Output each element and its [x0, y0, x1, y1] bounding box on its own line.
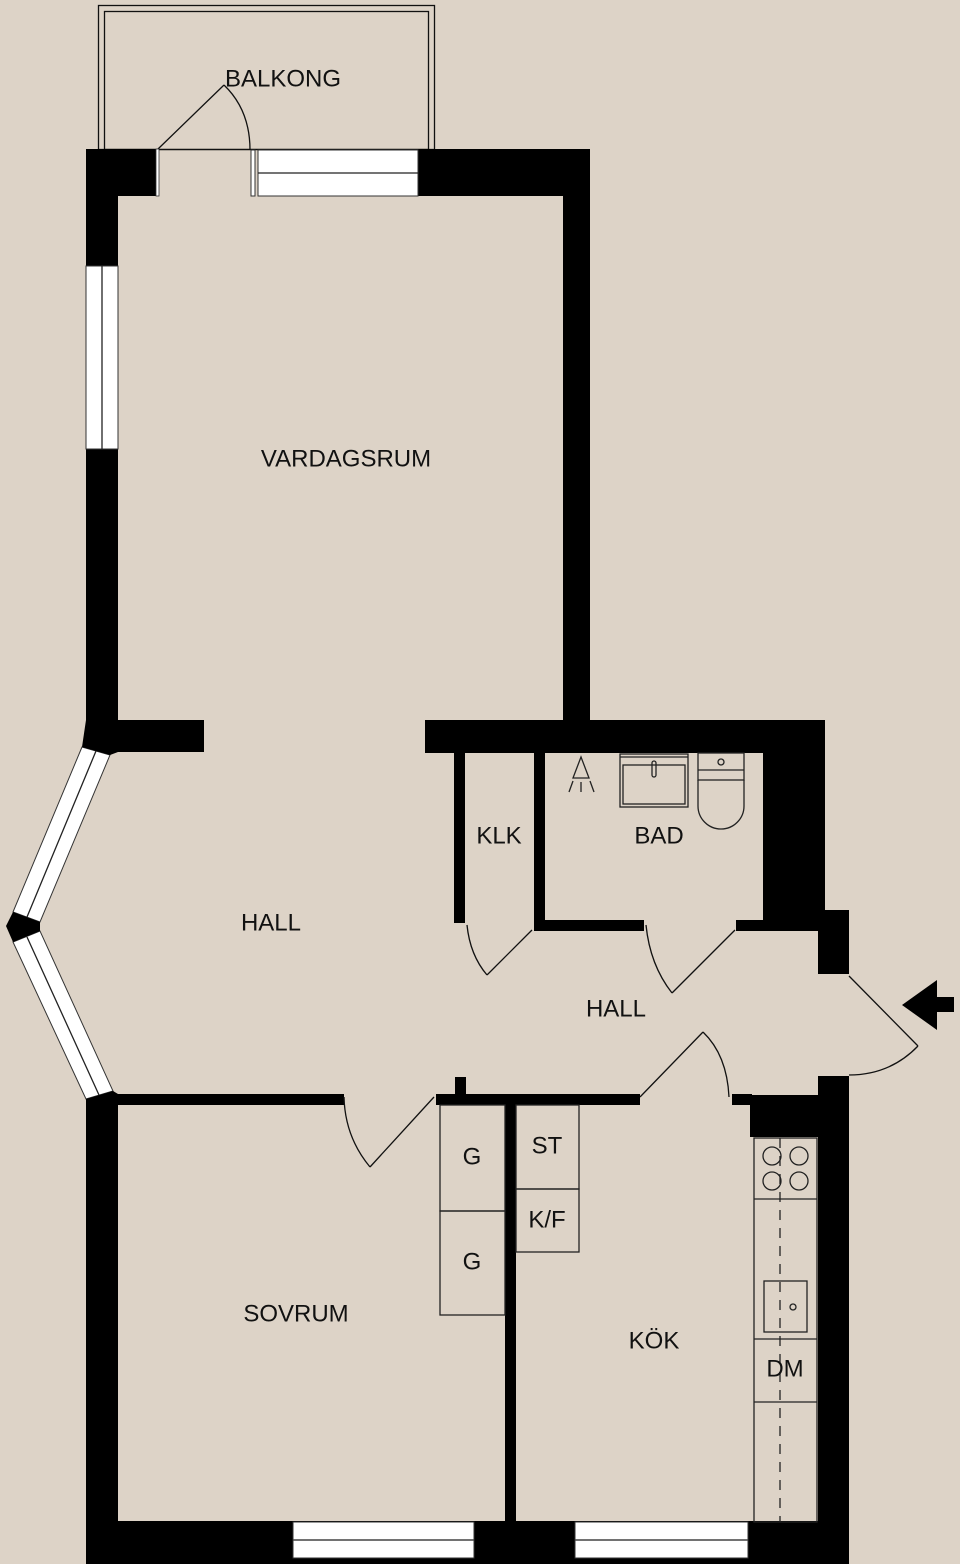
entrance-arrow-icon [902, 980, 954, 1030]
washbasin-icon [619, 753, 689, 808]
room-label-sovrum: SOVRUM [243, 1300, 348, 1327]
room-label-kok: KÖK [629, 1327, 680, 1354]
toilet-icon [697, 752, 745, 830]
fixture-label-wardrobe-2: G [463, 1248, 482, 1275]
wardrobes [439, 1104, 580, 1316]
fixture-label-fridge-freezer: K/F [528, 1206, 565, 1233]
room-labels: BALKONG VARDAGSRUM HALL KLK BAD HALL SOV… [225, 65, 804, 1382]
fixture-label-wardrobe-1: G [463, 1143, 482, 1170]
stove-icon [762, 1146, 809, 1191]
walls [86, 149, 849, 1564]
fixture-label-dishwasher: DM [766, 1355, 803, 1382]
room-label-klk: KLK [476, 822, 521, 849]
windows [6, 149, 749, 1559]
room-label-balkong: BALKONG [225, 65, 341, 92]
room-label-bad: BAD [634, 822, 683, 849]
room-label-vardagsrum: VARDAGSRUM [261, 445, 431, 472]
shower-icon [568, 755, 595, 793]
fixture-label-storage: ST [532, 1132, 563, 1159]
sink-icon [763, 1280, 808, 1333]
kitchen-counter [753, 1137, 818, 1523]
room-label-hall-east: HALL [586, 995, 646, 1022]
room-label-hall-west: HALL [241, 909, 301, 936]
doors [155, 84, 919, 1168]
